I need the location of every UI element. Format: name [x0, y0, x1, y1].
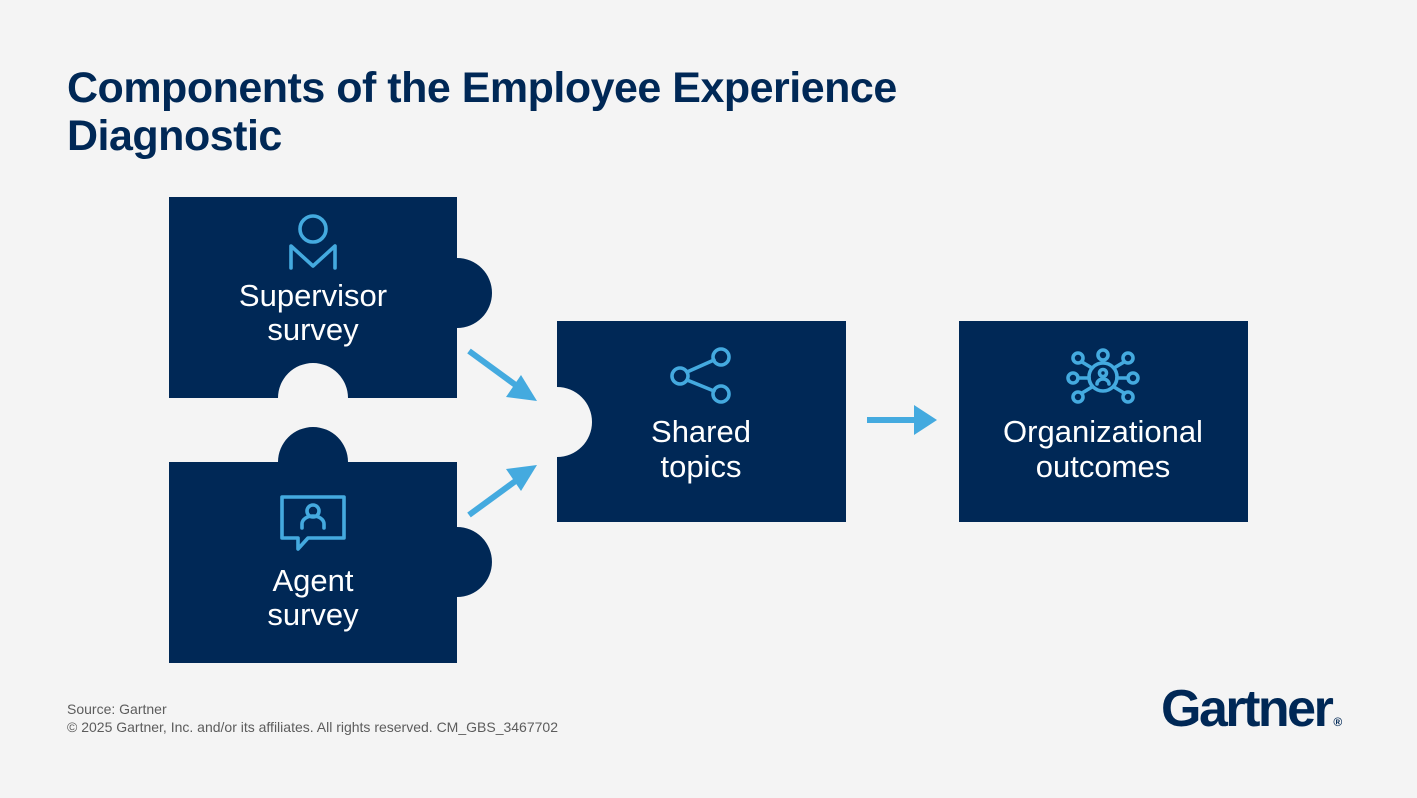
logo-registered-mark: ®: [1333, 715, 1343, 729]
supervisor-person-icon: [289, 214, 337, 270]
shared-topics-piece: [557, 321, 846, 522]
network-person-icon: [1066, 348, 1140, 404]
logo-text: Gartner: [1161, 680, 1334, 738]
agent-survey-label-line2: survey: [267, 597, 359, 632]
shared-topics-label-line1: Shared: [651, 414, 751, 449]
organizational-outcomes-box: [959, 321, 1248, 522]
agent-survey-piece: [169, 427, 492, 663]
agent-survey-label-line1: Agent: [272, 563, 353, 598]
supervisor-survey-label-line1: Supervisor: [239, 278, 387, 313]
page-title: Components of the Employee Experience Di…: [67, 64, 897, 160]
shared-topics-label-line2: topics: [661, 449, 742, 484]
share-nodes-icon: [670, 347, 731, 404]
supervisor-survey-label-line2: survey: [267, 312, 359, 347]
gartner-logo: Gartner®: [1161, 679, 1342, 752]
organizational-outcomes-label-line2: outcomes: [1036, 449, 1170, 484]
arrow-agent-to-shared: [467, 465, 537, 518]
arrow-shared-to-outcomes: [867, 405, 937, 435]
copyright-note: © 2025 Gartner, Inc. and/or its affiliat…: [67, 719, 558, 735]
supervisor-survey-piece: [169, 197, 492, 398]
arrow-supervisor-to-shared: [467, 348, 537, 401]
source-note: Source: Gartner: [67, 701, 167, 717]
organizational-outcomes-label-line1: Organizational: [1003, 414, 1203, 449]
agent-chat-person-icon: [280, 495, 346, 551]
footer: Source: Gartner © 2025 Gartner, Inc. and…: [67, 700, 558, 736]
